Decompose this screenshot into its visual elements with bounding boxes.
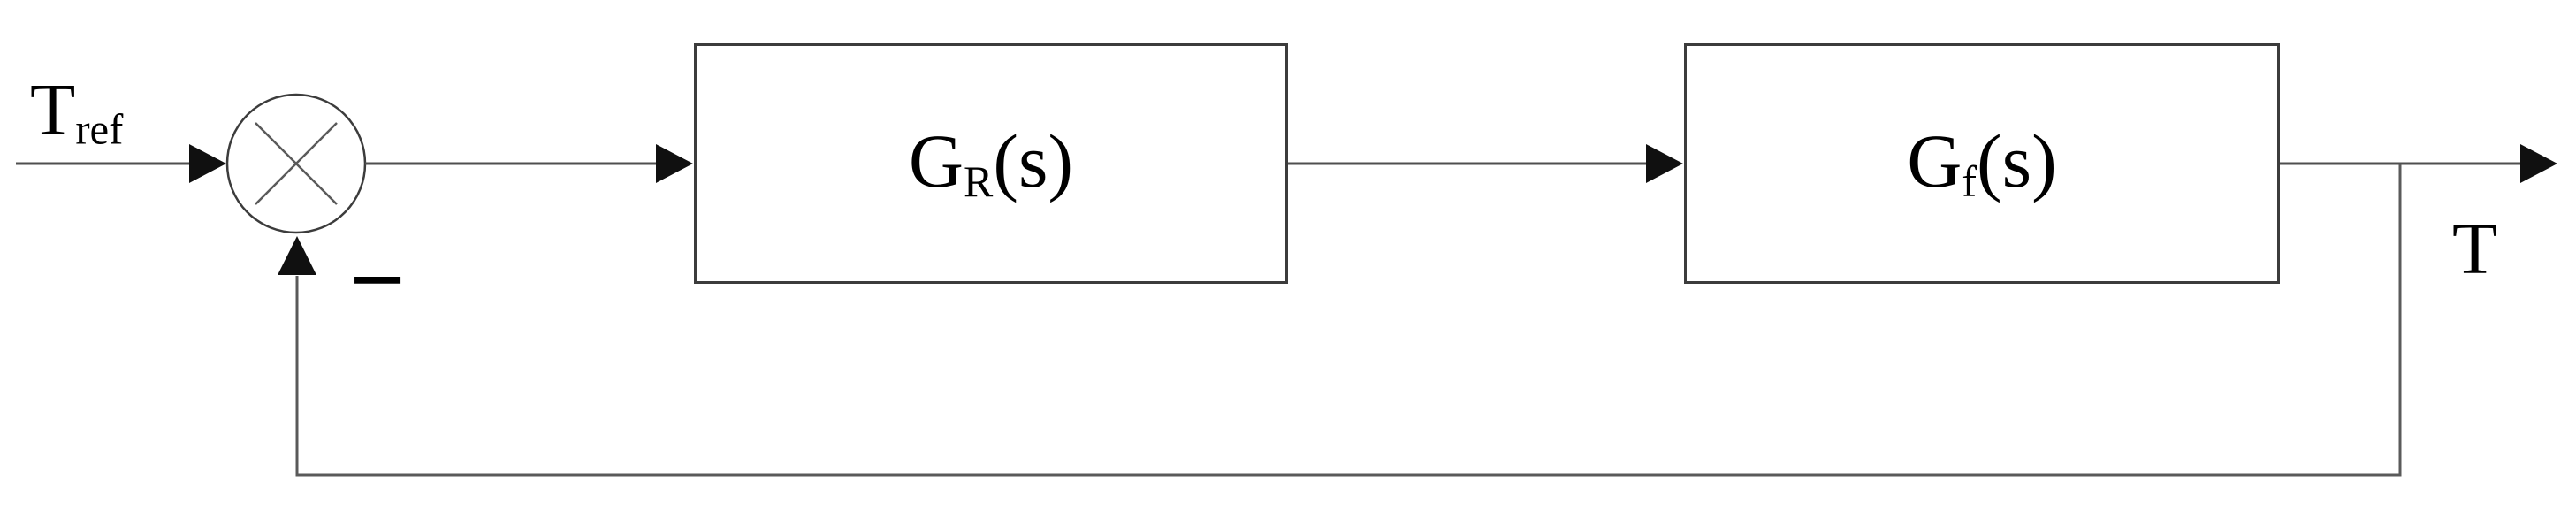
plant-label-base: G [1907,118,1962,204]
input-arrowhead-icon [189,144,226,183]
controller-block: GR(s) [694,43,1288,284]
plant-label-suffix: (s) [1976,118,2057,204]
controller-label-subscript: R [964,157,994,207]
input-label-base: T [30,69,76,151]
controller-label-base: G [908,118,964,204]
intermediate-arrowhead-icon [1646,144,1683,183]
error-arrowhead-icon [656,144,693,183]
input-label-subscript: ref [75,105,124,154]
plant-block: Gf(s) [1684,43,2280,284]
output-label: T [2452,208,2498,290]
controller-label-suffix: (s) [993,118,1074,204]
plant-block-label: Gf(s) [1907,123,2056,204]
input-label: Tref [30,73,124,154]
multiply-cross-icon [255,122,338,205]
minus-sign-label: − [349,225,406,335]
plant-label-subscript: f [1962,157,1977,207]
controller-block-label: GR(s) [909,123,1073,204]
feedback-arrowhead-icon [278,236,316,275]
feedback-line [295,164,2402,477]
output-arrowhead-icon [2520,144,2557,183]
